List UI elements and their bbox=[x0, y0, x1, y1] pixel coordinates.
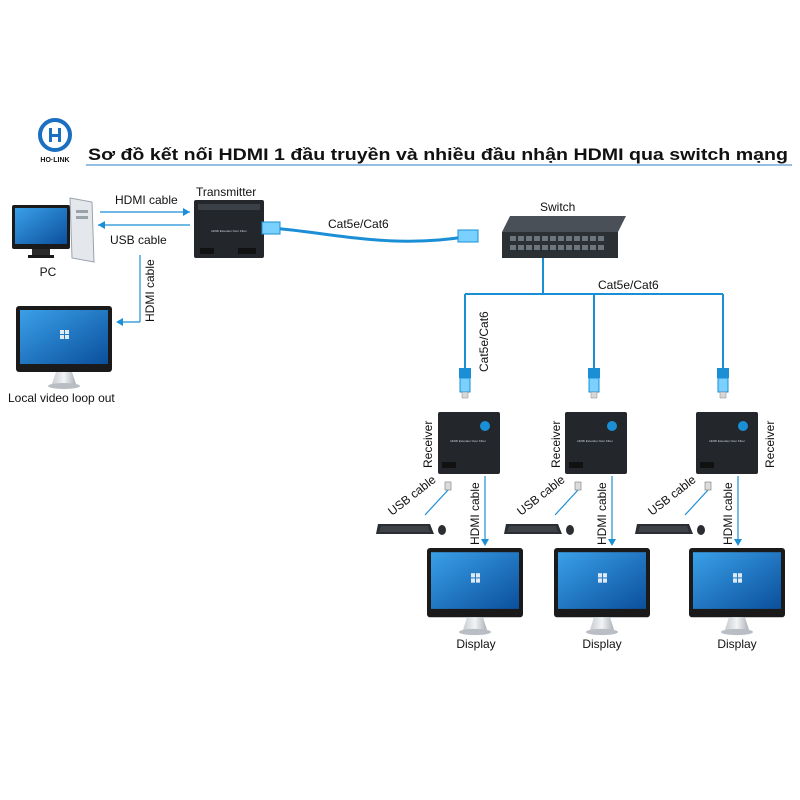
rj45-connector-switch bbox=[457, 229, 479, 243]
hdmi-cable-rx-arrow bbox=[608, 539, 616, 546]
receiver-device: HDMI Extender Over Fiber bbox=[565, 412, 627, 474]
usb-cable-rx-line bbox=[554, 489, 579, 516]
cat-cable-tx bbox=[269, 226, 471, 243]
receiver-device: HDMI Extender Over Fiber bbox=[696, 412, 758, 474]
usb-connector bbox=[704, 481, 712, 491]
cat-tx-label: Cat5e/Cat6 bbox=[328, 217, 389, 231]
hdmi-cable-rx-arrow bbox=[481, 539, 489, 546]
hdmi-cable-rx-label: HDMI cable bbox=[721, 482, 735, 545]
receiver-unit: HDMI Extender Over Fiber Receiver USB ca… bbox=[376, 412, 523, 651]
receiver-device-text: HDMI Extender Over Fiber bbox=[709, 439, 745, 443]
display-monitor bbox=[427, 548, 523, 636]
cat-vertical-label: Cat5e/Cat6 bbox=[477, 311, 491, 372]
loop-out-monitor bbox=[16, 306, 112, 389]
display-monitor bbox=[689, 548, 785, 636]
display-label: Display bbox=[717, 637, 756, 651]
receiver-label: Receiver bbox=[421, 421, 435, 468]
usb-connector bbox=[574, 481, 582, 491]
receiver-device: HDMI Extender Over Fiber bbox=[438, 412, 500, 474]
transmitter-device-text: HDMI Extender Over Fiber bbox=[211, 229, 247, 233]
cat-main-label: Cat5e/Cat6 bbox=[598, 278, 659, 292]
usb-cable-rx-label: USB cable bbox=[514, 472, 568, 518]
hdmi-cable-pc-arrow bbox=[183, 208, 190, 216]
usb-connector bbox=[444, 481, 452, 491]
loop-out-label: Local video loop out bbox=[8, 391, 115, 405]
receiver-unit: HDMI Extender Over Fiber Receiver USB ca… bbox=[504, 412, 650, 651]
hdmi-cable-rx-label: HDMI cable bbox=[468, 482, 482, 545]
hdmi-cable-rx-label: HDMI cable bbox=[595, 482, 609, 545]
keyboard-mouse bbox=[376, 524, 446, 535]
rj45-connector-rx-1 bbox=[458, 367, 472, 399]
pc-label: PC bbox=[40, 265, 57, 279]
keyboard-mouse bbox=[635, 524, 705, 535]
switch-device bbox=[502, 216, 626, 258]
rj45-connector-rx-2 bbox=[587, 367, 601, 399]
usb-cable-rx-line bbox=[424, 489, 449, 516]
hdmi-cable-loop-arrow bbox=[116, 318, 123, 326]
receiver-device-text: HDMI Extender Over Fiber bbox=[577, 439, 613, 443]
holink-logo: HO·LINK bbox=[38, 118, 72, 164]
pc-icon bbox=[12, 197, 95, 263]
transmitter-label: Transmitter bbox=[196, 185, 256, 199]
transmitter-device: HDMI Extender Over Fiber bbox=[194, 200, 264, 258]
receiver-device-text: HDMI Extender Over Fiber bbox=[450, 439, 486, 443]
hdmi-cable-rx-arrow bbox=[734, 539, 742, 546]
hdmi-cable-pc-label: HDMI cable bbox=[115, 193, 178, 207]
usb-cable-pc-arrow bbox=[98, 221, 105, 229]
hdmi-cable-loop-label: HDMI cable bbox=[143, 259, 157, 322]
keyboard-mouse bbox=[504, 524, 574, 535]
display-monitor bbox=[554, 548, 650, 636]
rj45-connector-rx-3 bbox=[716, 367, 730, 399]
rj45-connector-tx bbox=[261, 221, 281, 235]
switch-label: Switch bbox=[540, 200, 575, 214]
usb-cable-rx-label: USB cable bbox=[385, 472, 439, 518]
receiver-unit: HDMI Extender Over Fiber Receiver USB ca… bbox=[635, 412, 785, 651]
display-label: Display bbox=[582, 637, 621, 651]
logo-text: HO·LINK bbox=[40, 157, 69, 164]
display-label: Display bbox=[456, 637, 495, 651]
receiver-label: Receiver bbox=[763, 421, 777, 468]
usb-cable-pc-label: USB cable bbox=[110, 233, 167, 247]
page-title: Sơ đồ kết nối HDMI 1 đầu truyền và nhiều… bbox=[88, 145, 788, 164]
usb-cable-rx-line bbox=[684, 489, 709, 516]
usb-cable-rx-label: USB cable bbox=[645, 472, 699, 518]
receiver-label: Receiver bbox=[549, 421, 563, 468]
